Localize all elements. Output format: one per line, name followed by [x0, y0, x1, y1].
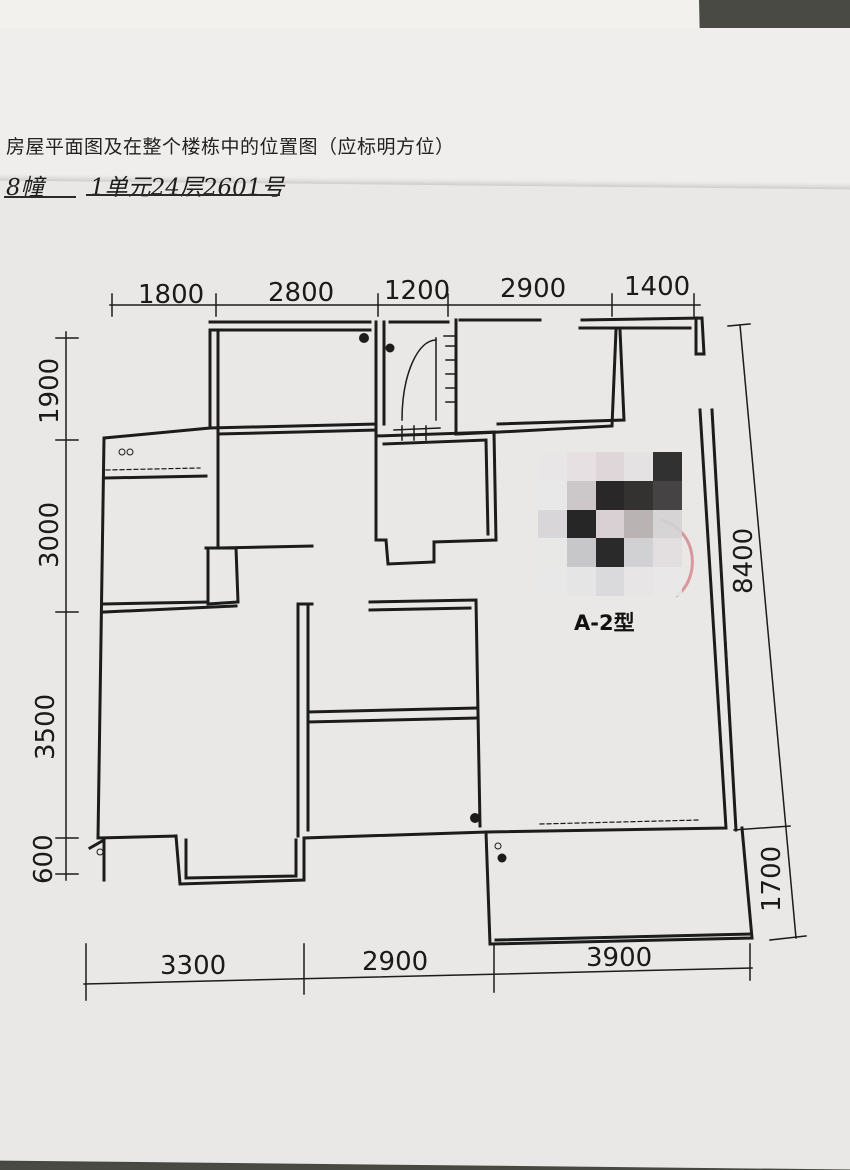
window-marks [105, 439, 731, 825]
handwriting-underline-unit [86, 194, 280, 196]
dim-top-2: 2800 [268, 278, 334, 308]
dim-top-1: 1800 [138, 280, 204, 310]
dim-left-1: 1900 [35, 358, 65, 424]
dim-bottom-3: 3900 [586, 943, 652, 973]
dim-top-5: 1400 [624, 272, 690, 302]
dim-left-2: 3000 [35, 502, 65, 568]
bottom-dimension-line [83, 943, 753, 1001]
floor-plan-drawing: 1800 2800 1200 2900 1400 1900 3000 3500 … [29, 272, 807, 1001]
dim-bottom-1: 3300 [160, 951, 226, 981]
dim-left-4: 600 [29, 834, 59, 884]
dim-top-4: 2900 [500, 274, 566, 304]
dim-right-1: 8400 [729, 528, 759, 594]
dim-right-2: 1700 [757, 846, 787, 912]
dim-top-3: 1200 [384, 276, 450, 306]
exterior-walls [87, 316, 754, 946]
handwritten-unit-floor-room: 1单元24层2601号 [90, 175, 285, 201]
door-swing [393, 335, 457, 441]
left-dimension-line [55, 331, 79, 881]
handwriting-underline-building [4, 196, 76, 198]
interior-walls [102, 318, 626, 838]
dim-bottom-2: 2900 [362, 947, 428, 977]
redaction-mosaic [538, 452, 682, 596]
form-heading: 房屋平面图及在整个楼栋中的位置图（应标明方位） [6, 136, 455, 158]
unit-type-label: A-2型 [574, 611, 635, 635]
top-dimension-line [109, 293, 701, 317]
dim-left-3: 3500 [31, 694, 61, 760]
drain-fixtures [96, 333, 507, 863]
